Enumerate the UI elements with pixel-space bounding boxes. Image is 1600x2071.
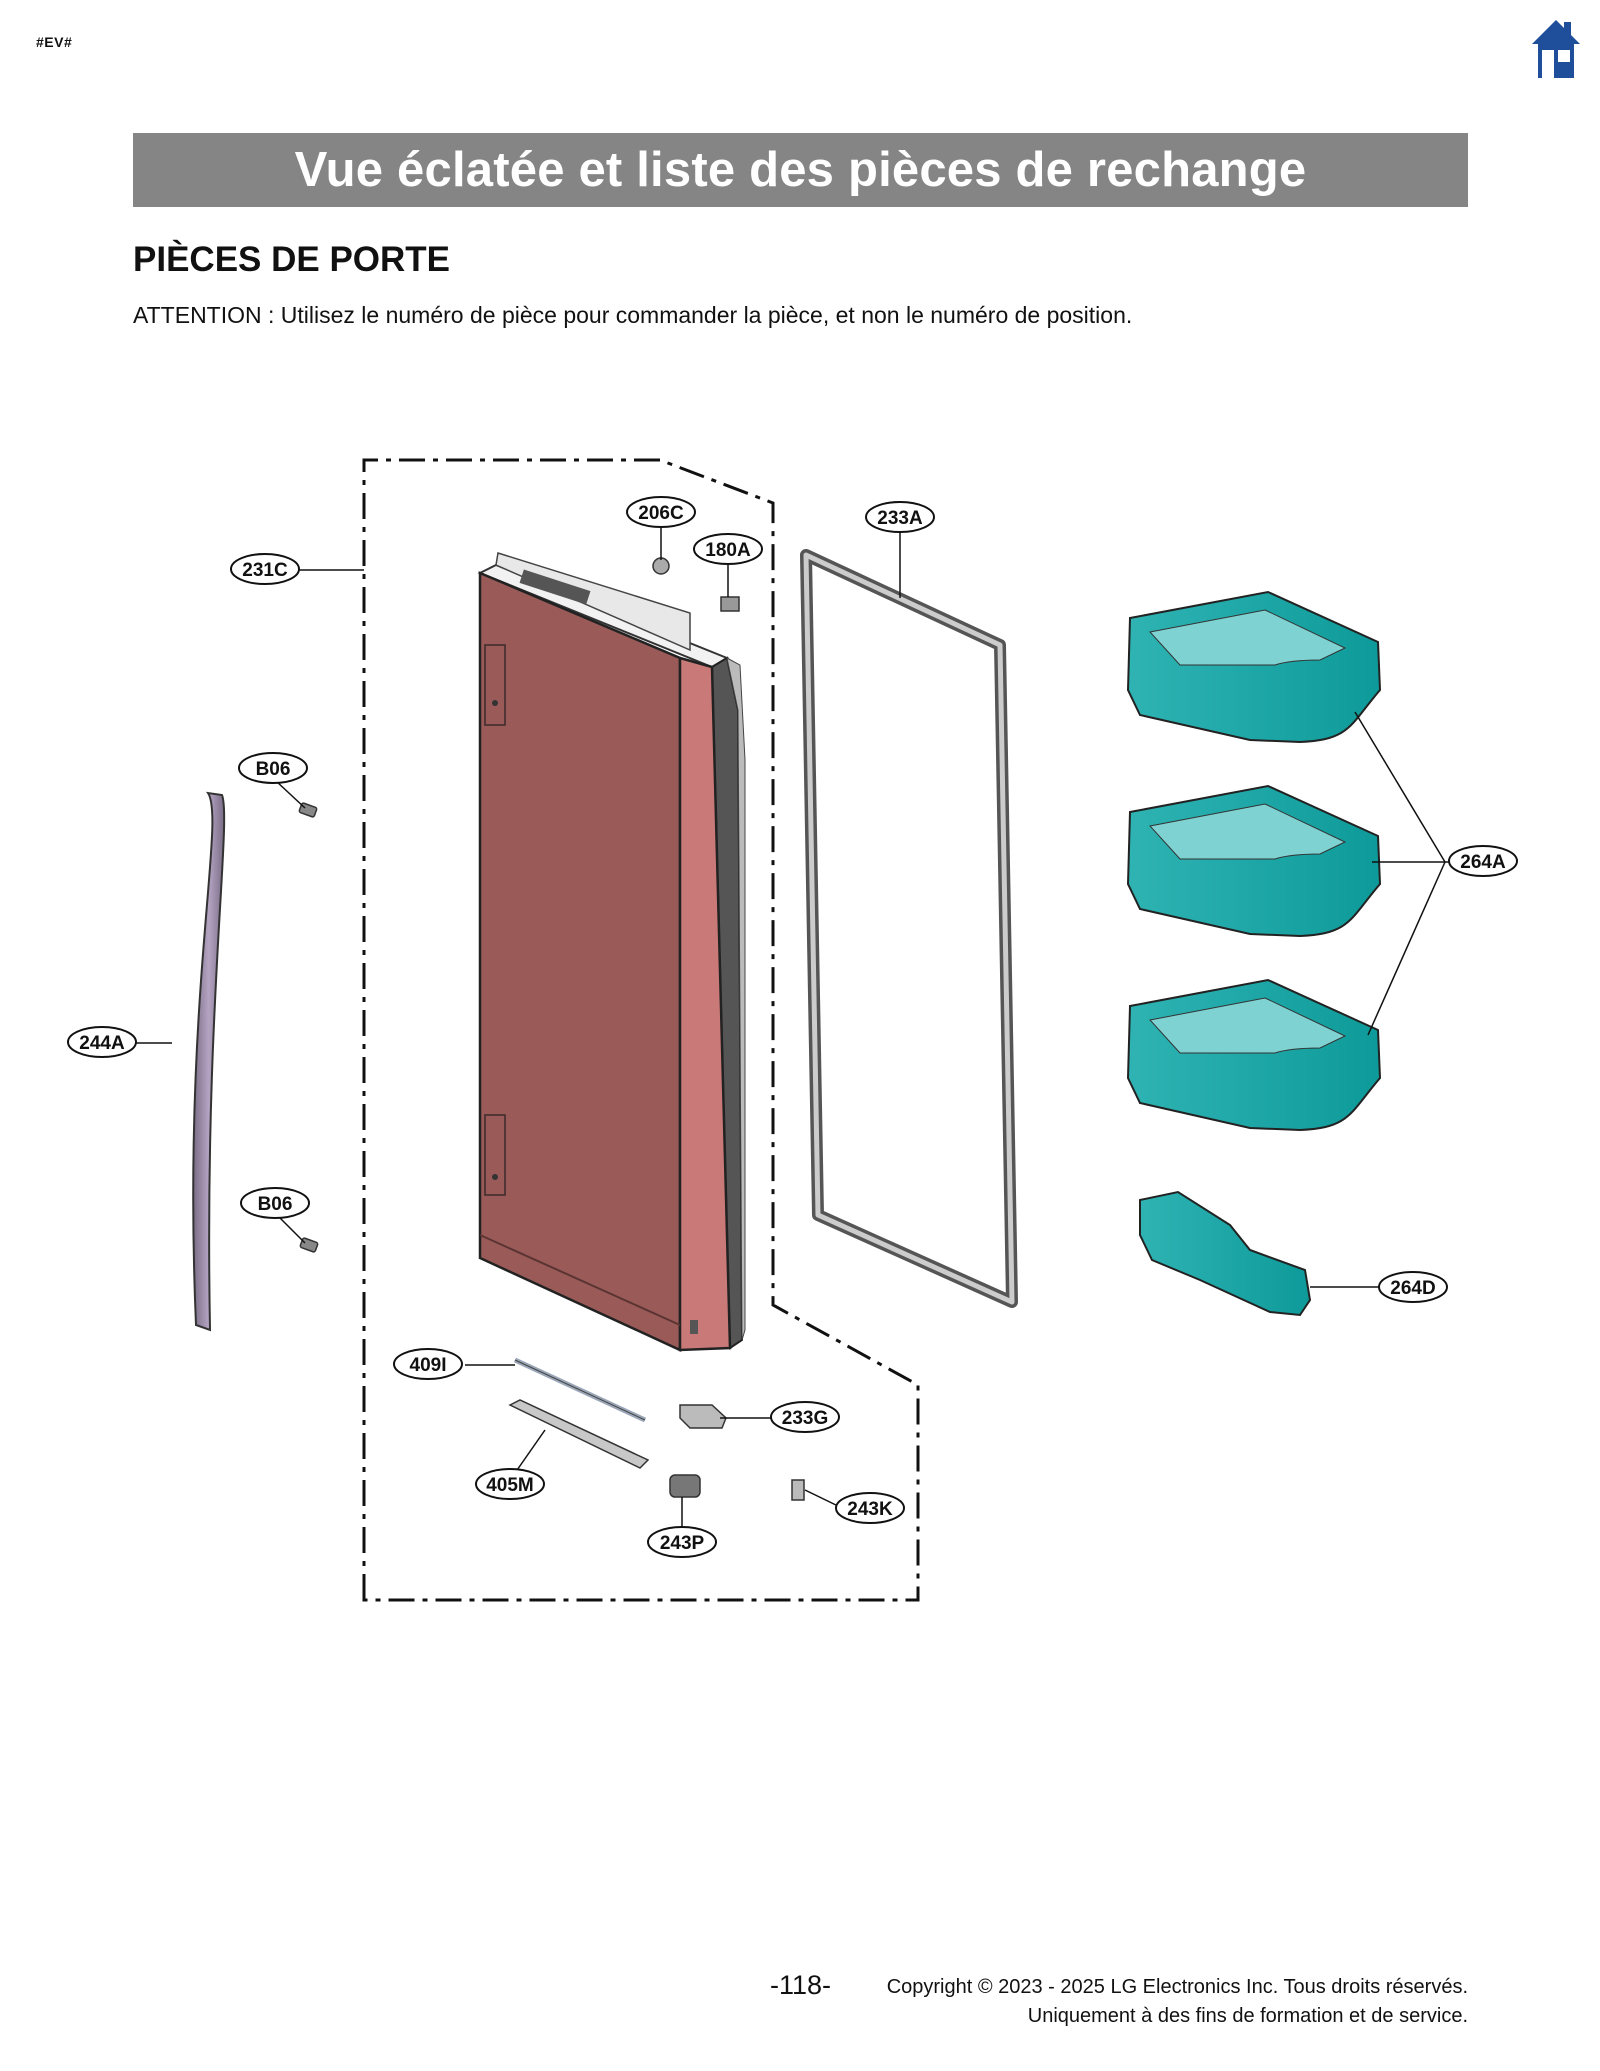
callout-label: 243P	[660, 1533, 705, 1554]
attention-note: ATTENTION : Utilisez le numéro de pièce …	[133, 302, 1133, 328]
stopper-243K	[791, 1479, 805, 1501]
cam-243P	[669, 1474, 701, 1498]
section-heading: PIÈCES DE PORTE	[133, 240, 451, 279]
callout-label: B06	[258, 1194, 293, 1215]
door-bin-264A-1	[1126, 590, 1382, 744]
callout-B06-top: B06	[238, 752, 308, 784]
callout-243P: 243P	[647, 1526, 717, 1558]
callout-409I: 409I	[393, 1348, 463, 1380]
callout-233A: 233A	[865, 501, 935, 533]
cap-206C	[652, 557, 670, 575]
assembly-boundary	[362, 458, 920, 1602]
callout-405M: 405M	[475, 1468, 545, 1500]
callout-label: 264D	[1390, 1278, 1435, 1299]
copyright-notice: Copyright © 2023 - 2025 LG Electronics I…	[887, 1973, 1468, 2031]
callout-B06-bottom: B06	[240, 1187, 310, 1219]
door-bin-264D	[1139, 1190, 1312, 1317]
callout-label: 243K	[847, 1499, 893, 1520]
door-handle-244A	[192, 791, 226, 1332]
callout-206C: 206C	[626, 496, 696, 528]
callout-180A: 180A	[693, 533, 763, 565]
callout-264A: 264A	[1448, 845, 1518, 877]
part-180A	[720, 596, 740, 612]
door-bin-264A-2	[1126, 784, 1382, 938]
callout-label: 244A	[79, 1033, 125, 1054]
page-title-bar: Vue éclatée et liste des pièces de recha…	[133, 133, 1468, 207]
rail-409I	[513, 1357, 647, 1423]
callout-label: 405M	[486, 1475, 534, 1496]
callout-264D: 264D	[1378, 1271, 1448, 1303]
bracket-405M	[508, 1399, 650, 1469]
door-panel-231C	[477, 552, 746, 1352]
callout-label: 231C	[242, 560, 288, 581]
leader-lines	[134, 528, 1450, 1535]
door-bin-264A-3	[1126, 978, 1382, 1132]
hinge-233G	[679, 1404, 727, 1429]
copyright-line-2: Uniquement à des fins de formation et de…	[1027, 2005, 1468, 2027]
callout-label: 233G	[782, 1408, 828, 1429]
home-icon[interactable]	[1528, 18, 1584, 80]
callout-243K: 243K	[835, 1492, 905, 1524]
callout-233G: 233G	[770, 1401, 840, 1433]
copyright-line-1: Copyright © 2023 - 2025 LG Electronics I…	[886, 1976, 1468, 1998]
callout-label: 233A	[877, 508, 923, 529]
callout-label: 180A	[705, 540, 751, 561]
page-number: -118-	[770, 1970, 832, 2000]
document-tag: #EV#	[36, 34, 73, 50]
callout-244A: 244A	[67, 1026, 137, 1058]
screw-B06-bottom	[299, 1237, 319, 1253]
callout-label: B06	[256, 759, 291, 780]
callout-231C: 231C	[230, 553, 300, 585]
door-gasket-233A	[800, 549, 1018, 1308]
page-title: Vue éclatée et liste des pièces de recha…	[294, 143, 1307, 197]
callout-label: 409I	[410, 1355, 447, 1376]
callout-label: 264A	[1460, 852, 1506, 873]
callout-label: 206C	[638, 503, 684, 524]
